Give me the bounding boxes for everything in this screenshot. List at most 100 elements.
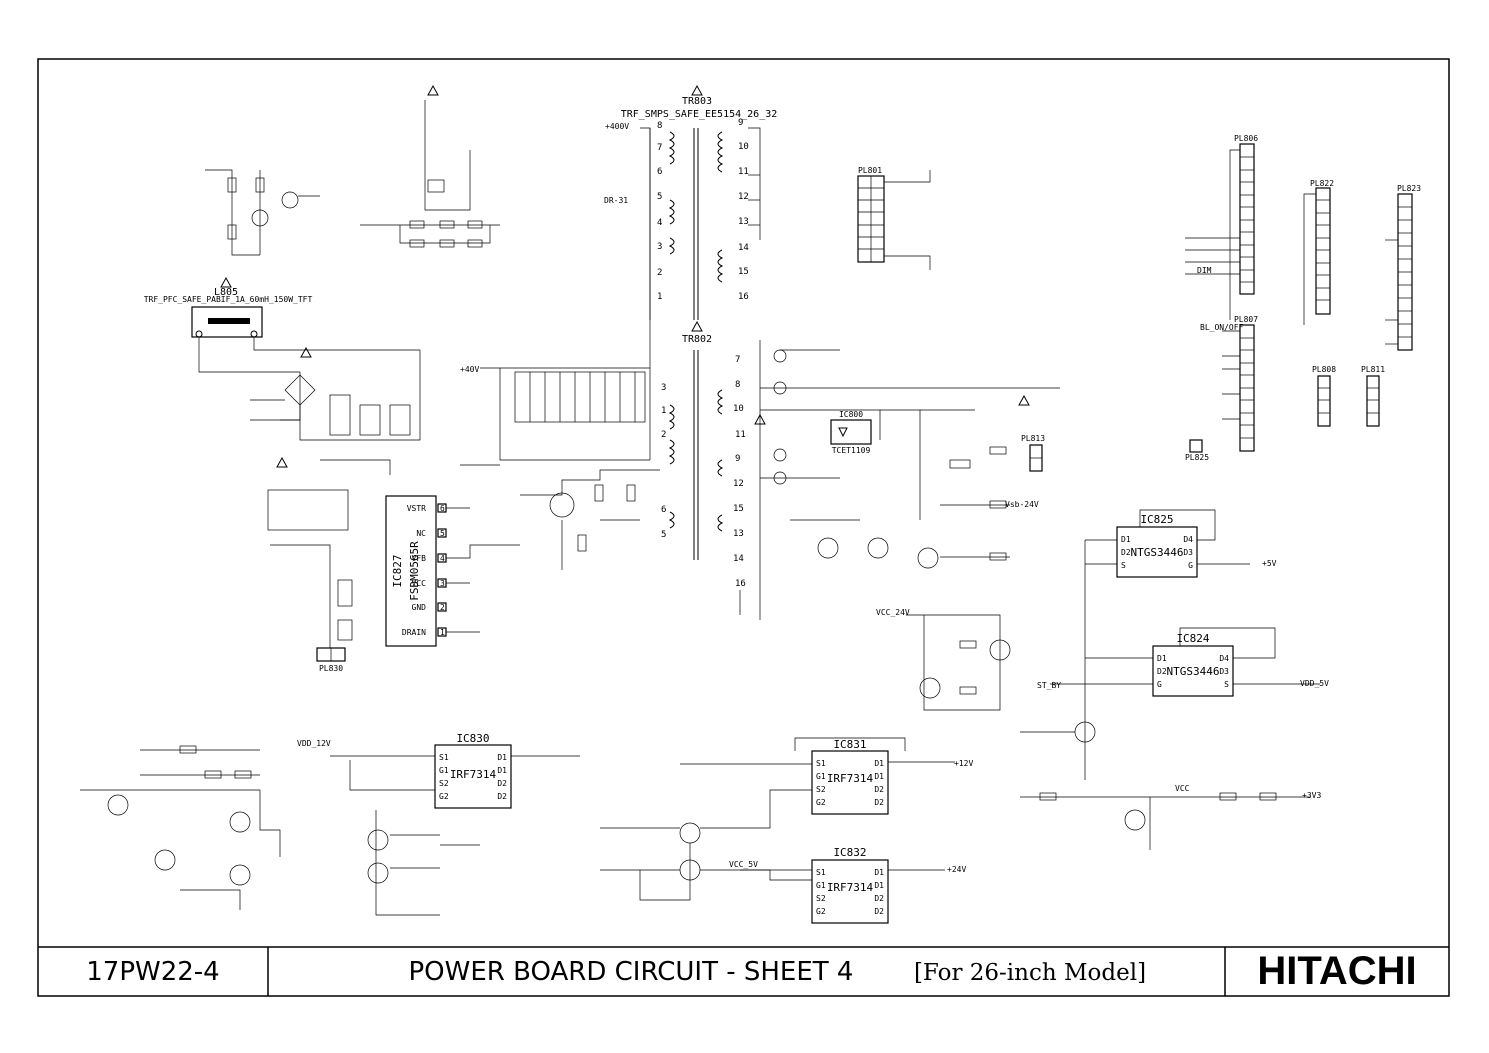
svg-text:13: 13: [733, 529, 744, 539]
svg-text:S2: S2: [439, 779, 449, 788]
svg-text:16: 16: [735, 579, 746, 589]
svg-text:1: 1: [661, 406, 666, 416]
ic831-part: IRF7314: [827, 772, 874, 785]
svg-text:G: G: [1157, 680, 1162, 689]
net-label: +40V: [460, 365, 479, 374]
svg-text:G2: G2: [816, 907, 826, 916]
svg-text:S: S: [1224, 680, 1229, 689]
svg-text:G1: G1: [816, 881, 826, 890]
ic827-part: FSDM0565R: [408, 541, 421, 601]
svg-text:2: 2: [661, 430, 666, 440]
connector-pl808: PL808: [1312, 365, 1336, 427]
svg-text:16: 16: [738, 292, 749, 302]
ic825-part: NTGS3446: [1131, 546, 1184, 559]
net-label: +5V: [1262, 559, 1277, 568]
ic825-ref: IC825: [1140, 513, 1173, 526]
net-label: VDD_12V: [297, 739, 331, 748]
svg-text:NC: NC: [416, 529, 426, 538]
tr803-part: TRF_SMPS_SAFE_EE5154_26_32: [621, 109, 778, 120]
net-labels: +400V VCC DR-31 +40V VDD_12V VCC_24V Vsb…: [297, 122, 1329, 874]
svg-text:10: 10: [738, 142, 749, 152]
net-label: BL_ON/OFF: [1200, 323, 1244, 332]
svg-text:PL807: PL807: [1234, 315, 1258, 324]
svg-text:12: 12: [733, 479, 744, 489]
svg-text:14: 14: [733, 554, 744, 564]
svg-text:9: 9: [738, 118, 743, 128]
svg-text:6: 6: [657, 167, 662, 177]
net-label: VCC_5V: [729, 860, 758, 869]
ic800: IC800 TCET1109: [830, 410, 872, 455]
svg-text:PL830: PL830: [319, 664, 343, 673]
connector-pl807: PL807: [1222, 315, 1258, 452]
svg-text:D1: D1: [1121, 535, 1131, 544]
net-label: VCC_24V: [876, 608, 910, 617]
svg-text:PL801: PL801: [858, 166, 882, 175]
ic830: IC830 IRF7314 S1 G1 S2 G2 D1 D1 D2 D2: [330, 732, 580, 809]
ic824: IC824 NTGS3446 D1 D2 G D4 D3 S: [1152, 627, 1320, 697]
svg-text:11: 11: [735, 430, 746, 440]
tr803-ref: TR803: [682, 96, 712, 107]
connector-pl822: PL822: [1303, 179, 1334, 325]
brand-logo: HITACHI: [1257, 949, 1416, 993]
svg-text:D4: D4: [1183, 535, 1193, 544]
svg-text:G1: G1: [439, 766, 449, 775]
svg-text:PL808: PL808: [1312, 365, 1336, 374]
svg-text:1: 1: [440, 628, 445, 637]
svg-text:VFB: VFB: [412, 554, 427, 563]
ic832-part: IRF7314: [827, 881, 874, 894]
connector-pl823: PL823: [1385, 184, 1421, 351]
ic831: IC831 IRF7314 S1 G1 S2 G2 D1 D1 D2 D2: [680, 737, 955, 815]
svg-text:PL811: PL811: [1361, 365, 1385, 374]
ic824-part: NTGS3446: [1167, 665, 1220, 678]
svg-text:D2: D2: [497, 779, 507, 788]
svg-text:G: G: [1188, 561, 1193, 570]
svg-text:G2: G2: [439, 792, 449, 801]
svg-text:7: 7: [657, 143, 662, 153]
ic831-ref: IC831: [833, 738, 866, 751]
net-label: +24V: [947, 865, 966, 874]
inductor-l805: L805 TRF_PFC_SAFE_PABIF_1A_60mH_150W_TFT: [144, 276, 420, 373]
svg-text:5: 5: [657, 192, 662, 202]
svg-text:S: S: [1121, 561, 1126, 570]
svg-text:S1: S1: [816, 759, 826, 768]
connector-pl806: PL806: [1185, 134, 1258, 320]
svg-text:D1: D1: [874, 881, 884, 890]
tr802-primary-pins: 3 1 2 6 5: [661, 383, 666, 540]
svg-text:PL813: PL813: [1021, 434, 1045, 443]
svg-text:G2: G2: [816, 798, 826, 807]
svg-text:12: 12: [738, 192, 749, 202]
net-label: VDD_5V: [1300, 679, 1329, 688]
svg-text:4: 4: [657, 218, 662, 228]
connector-pl825: PL825: [1185, 439, 1209, 462]
net-label: DIM: [1197, 266, 1212, 275]
l805-part: TRF_PFC_SAFE_PABIF_1A_60mH_150W_TFT: [144, 295, 313, 304]
svg-text:D2: D2: [1121, 548, 1131, 557]
svg-text:8: 8: [657, 121, 662, 131]
svg-text:G1: G1: [816, 772, 826, 781]
connector-pl830: PL830: [316, 647, 346, 673]
l805-ref: L805: [214, 287, 238, 298]
warning-marks: [276, 84, 1030, 468]
svg-text:5: 5: [440, 529, 445, 538]
svg-text:D3: D3: [1219, 667, 1229, 676]
svg-text:2: 2: [440, 603, 445, 612]
net-label: +3V3: [1302, 791, 1321, 800]
net-label: ST_BY: [1037, 681, 1061, 690]
svg-text:S1: S1: [816, 868, 826, 877]
svg-text:PL806: PL806: [1234, 134, 1258, 143]
svg-text:8: 8: [735, 380, 740, 390]
svg-text:2: 2: [657, 268, 662, 278]
svg-text:4: 4: [440, 554, 445, 563]
tr802-ref: TR802: [682, 334, 712, 345]
ic827-ref: IC827: [391, 554, 404, 587]
net-label: DR-31: [604, 196, 628, 205]
title-block: 17PW22-4 POWER BOARD CIRCUIT - SHEET 4 […: [86, 949, 1416, 993]
svg-text:13: 13: [738, 217, 749, 227]
transformer-tr803: TR803 TRF_SMPS_SAFE_EE5154_26_32 8 7 6 5…: [621, 84, 778, 320]
svg-text:6: 6: [661, 505, 666, 515]
ic830-ref: IC830: [456, 732, 489, 745]
connector-pl811: PL811: [1361, 365, 1385, 427]
net-label: Vsb-24V: [1005, 500, 1039, 509]
